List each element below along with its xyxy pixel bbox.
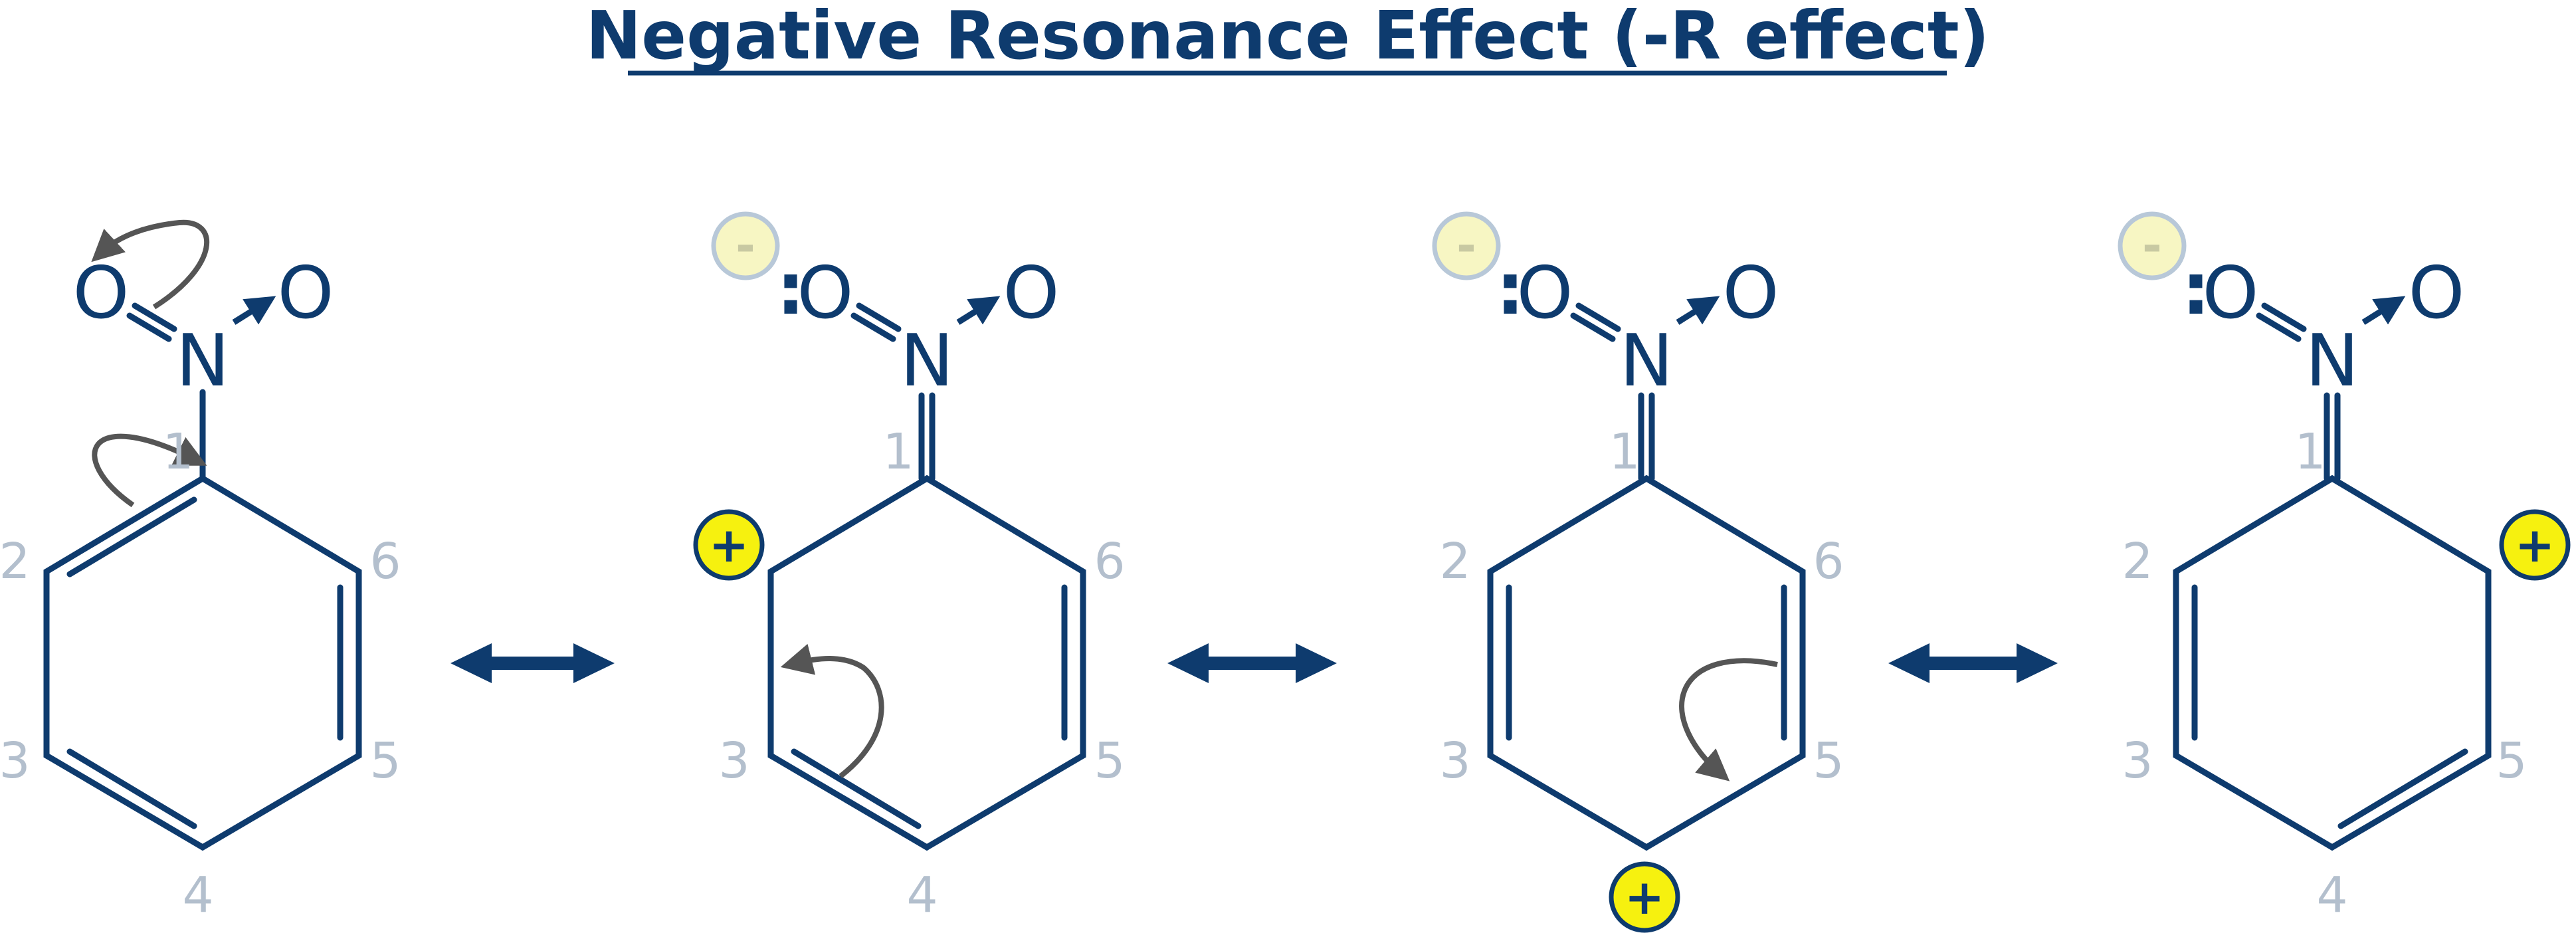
structure-1: N O O 1 2 3 4 5 6 <box>0 219 401 924</box>
ring-number-5: 5 <box>369 732 401 789</box>
diagram-title: Negative Resonance Effect (-R effect) <box>586 0 1990 74</box>
ring-bonds <box>767 474 1086 851</box>
ring-number-3: 3 <box>2122 732 2153 789</box>
double-bond-n-o <box>126 312 172 342</box>
lone-pair: : <box>776 248 805 331</box>
double-bond-n-o <box>1575 302 1621 332</box>
negative-charge-badge: - <box>1432 211 1501 280</box>
ring-number-3: 3 <box>1439 732 1470 789</box>
benzene-ring <box>43 474 362 851</box>
negative-charge-badge: - <box>2118 211 2187 280</box>
oxygen-right-atom: O <box>277 252 334 335</box>
oxygen-right-atom: O <box>1722 252 1779 335</box>
ring-number-2: 2 <box>2122 533 2153 590</box>
double-bond-n-o <box>2261 302 2307 332</box>
ring-number-4: 4 <box>906 867 938 924</box>
ring-number-3: 3 <box>0 732 31 789</box>
resonance-arrow <box>1167 643 1337 683</box>
positive-charge-badge: + <box>1609 861 1680 933</box>
ring-number-4: 4 <box>2316 867 2347 924</box>
double-bond-1-2 <box>66 496 197 577</box>
ring-number-5: 5 <box>1094 732 1125 789</box>
ring-number-6: 6 <box>1094 533 1125 590</box>
structure-4: N : O O - + 1 2 3 4 5 <box>2118 211 2571 924</box>
double-bond-3-4 <box>66 748 197 829</box>
resonance-arrow <box>1888 643 2058 683</box>
ring-bonds <box>2173 474 2492 851</box>
negative-charge-badge: - <box>711 211 780 280</box>
curly-arrow <box>1679 658 1778 781</box>
ring-number-1: 1 <box>2294 423 2326 480</box>
lone-pair: : <box>2181 248 2210 331</box>
double-bond-n-o <box>1570 312 1616 342</box>
n-o-bond-arrow <box>1676 296 1720 325</box>
ring-number-3: 3 <box>718 732 749 789</box>
structure-2: N : O O - + 1 3 4 5 6 <box>693 211 1126 924</box>
double-bond-n-o <box>2256 312 2302 342</box>
curly-arrow <box>780 643 884 779</box>
lone-pair: : <box>1496 248 1524 331</box>
curly-arrow <box>91 219 210 310</box>
positive-charge-badge: + <box>2499 509 2571 581</box>
ring-number-5: 5 <box>1813 732 1844 789</box>
ring-number-6: 6 <box>1813 533 1844 590</box>
nitrogen-atom: N <box>2306 320 2359 403</box>
curly-arrow <box>92 433 207 508</box>
ring-number-4: 4 <box>182 867 213 924</box>
n-o-bond-arrow <box>2361 296 2406 325</box>
svg-text:-: - <box>1456 217 1476 273</box>
n-o-bond-arrow <box>232 296 276 325</box>
ring-number-1: 1 <box>162 423 193 480</box>
nitrogen-atom: N <box>1620 320 1674 403</box>
svg-text:-: - <box>736 217 755 273</box>
svg-text:+: + <box>709 517 749 573</box>
oxygen-left-atom: O <box>2202 252 2258 335</box>
svg-text:+: + <box>2515 517 2555 573</box>
oxygen-right-atom: O <box>1003 252 1059 335</box>
ring-bonds <box>1487 474 1806 851</box>
oxygen-left-atom: O <box>72 252 129 335</box>
double-bond-4-5 <box>2337 748 2468 829</box>
double-bond-n-o <box>856 302 902 332</box>
double-bond-n-o <box>850 312 896 342</box>
double-bond-n-o <box>132 302 177 332</box>
n-o-bond-arrow <box>956 296 1001 325</box>
oxygen-left-atom: O <box>797 252 853 335</box>
ring-number-5: 5 <box>2496 732 2527 789</box>
double-bond-3-4 <box>791 748 922 829</box>
positive-charge-badge: + <box>693 509 765 581</box>
ring-number-2: 2 <box>1439 533 1470 590</box>
ring-number-6: 6 <box>369 533 401 590</box>
svg-text:+: + <box>1625 869 1664 925</box>
ring-number-1: 1 <box>1609 423 1640 480</box>
ring-number-2: 2 <box>0 533 31 590</box>
structure-3: N : O O - + 1 2 3 5 6 <box>1432 211 1844 933</box>
oxygen-right-atom: O <box>2408 252 2464 335</box>
svg-text:-: - <box>2142 217 2162 273</box>
resonance-arrow <box>450 643 615 683</box>
nitrogen-atom: N <box>900 320 954 403</box>
oxygen-left-atom: O <box>1516 252 1573 335</box>
nitrogen-atom: N <box>176 320 230 403</box>
ring-number-1: 1 <box>882 423 914 480</box>
